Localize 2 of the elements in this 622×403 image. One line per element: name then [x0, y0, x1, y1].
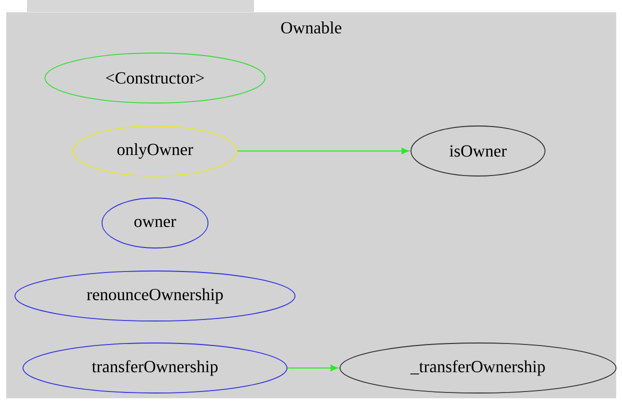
arrow	[287, 364, 338, 372]
arrow	[237, 148, 410, 154]
